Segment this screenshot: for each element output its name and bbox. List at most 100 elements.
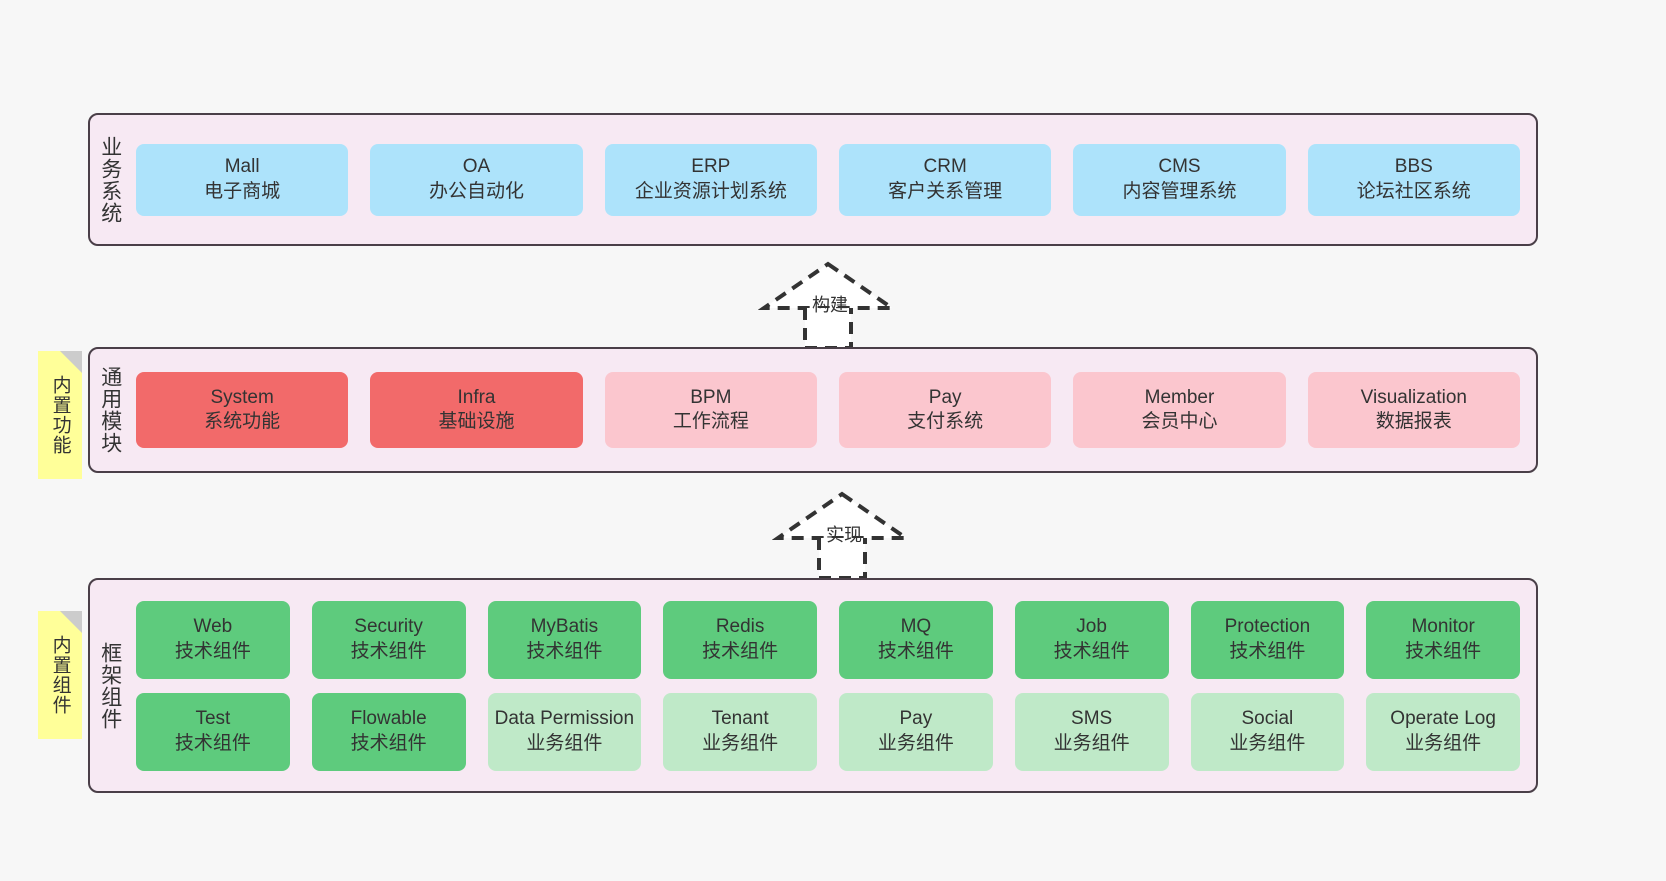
node-data-permission-cn: 业务组件 [526,732,603,754]
node-sms-cn: 业务组件 [1053,732,1130,754]
node-mall-en: Mall [224,156,260,178]
node-social[interactable]: Social 业务组件 [1190,692,1345,771]
node-social-en: Social [1241,708,1294,730]
node-mybatis[interactable]: MyBatis 技术组件 [487,600,642,679]
node-member-cn: 会员中心 [1141,411,1218,432]
node-job-en: Job [1076,616,1107,638]
node-sms[interactable]: SMS 业务组件 [1014,692,1169,771]
node-system-en: System [210,386,274,408]
node-crm-cn: 客户关系管理 [888,180,1003,202]
node-system-cn: 系统功能 [204,411,281,432]
node-web[interactable]: Web 技术组件 [136,600,290,679]
node-redis-en: Redis [715,616,765,638]
node-protection-cn: 技术组件 [1229,640,1306,662]
node-bpm-en: BPM [690,386,732,408]
implement-connector-label: 实现 [826,525,862,545]
node-job[interactable]: Job 技术组件 [1014,600,1169,679]
node-bbs[interactable]: BBS 论坛社区系统 [1307,143,1520,216]
node-test-cn: 技术组件 [174,732,251,754]
node-oa-cn: 办公自动化 [428,180,524,202]
node-web-cn: 技术组件 [174,640,251,662]
layer-framework-components-title: 框架组件 [98,641,122,730]
node-social-cn: 业务组件 [1229,732,1306,754]
node-cms-en: CMS [1158,156,1201,178]
node-erp[interactable]: ERP 企业资源计划系统 [604,143,817,216]
node-bpm-cn: 工作流程 [672,411,749,432]
node-erp-cn: 企业资源计划系统 [634,180,787,202]
node-security-cn: 技术组件 [350,640,427,662]
node-row: Test 技术组件 Flowable 技术组件 Data Permission … [136,692,1520,771]
node-operate-log-cn: 业务组件 [1405,732,1482,754]
node-redis-cn: 技术组件 [702,640,779,662]
node-mybatis-en: MyBatis [530,616,599,638]
node-protection[interactable]: Protection 技术组件 [1190,600,1345,679]
node-bpm[interactable]: BPM 工作流程 [604,372,817,448]
node-monitor-cn: 技术组件 [1405,640,1482,662]
node-pay-module-en: Pay [928,386,962,408]
node-cms-cn: 内容管理系统 [1122,180,1237,202]
node-test-en: Test [195,708,231,730]
node-pay-module[interactable]: Pay 支付系统 [838,372,1052,448]
node-mq[interactable]: MQ 技术组件 [839,600,993,679]
note-fold-icon [60,351,82,373]
layer-framework-components: 框架组件 Web 技术组件 Security 技术组件 MyBatis 技术组件… [88,578,1538,793]
node-member[interactable]: Member 会员中心 [1073,372,1286,448]
node-pay-component[interactable]: Pay 业务组件 [839,692,993,771]
node-pay-component-cn: 业务组件 [877,732,954,754]
node-redis[interactable]: Redis 技术组件 [663,600,817,679]
node-data-permission-en: Data Permission [494,708,635,730]
builtin-component-note-label: 内置组件 [49,635,71,715]
layer-common-modules: 通用模块 System 系统功能 Infra 基础设施 BPM 工作流程 Pay… [88,347,1538,473]
node-tenant[interactable]: Tenant 业务组件 [663,692,817,771]
node-bbs-cn: 论坛社区系统 [1356,180,1471,202]
node-visualization-cn: 数据报表 [1375,411,1452,432]
node-monitor[interactable]: Monitor 技术组件 [1366,600,1520,679]
node-web-en: Web [193,616,233,638]
node-operate-log-en: Operate Log [1390,708,1496,730]
node-oa-en: OA [462,156,491,178]
node-job-cn: 技术组件 [1053,640,1130,662]
node-row: Web 技术组件 Security 技术组件 MyBatis 技术组件 Redi… [136,600,1520,679]
node-security[interactable]: Security 技术组件 [311,600,466,679]
node-monitor-en: Monitor [1411,616,1475,638]
node-mq-en: MQ [900,616,932,638]
node-cms[interactable]: CMS 内容管理系统 [1073,143,1286,216]
node-oa[interactable]: OA 办公自动化 [370,143,583,216]
node-mall[interactable]: Mall 电子商城 [136,143,349,216]
node-data-permission[interactable]: Data Permission 业务组件 [487,692,642,771]
node-mybatis-cn: 技术组件 [526,640,603,662]
builtin-component-note: 内置组件 [38,611,82,739]
node-infra[interactable]: Infra 基础设施 [370,372,583,448]
layer-common-modules-title: 通用模块 [98,366,122,454]
node-infra-cn: 基础设施 [438,411,515,432]
node-row: System 系统功能 Infra 基础设施 BPM 工作流程 Pay 支付系统… [136,372,1520,448]
layer-business-system-title: 业务系统 [98,135,122,224]
node-crm[interactable]: CRM 客户关系管理 [838,143,1052,216]
node-flowable-en: Flowable [350,708,427,730]
node-flowable-cn: 技术组件 [350,732,427,754]
node-mq-cn: 技术组件 [877,640,954,662]
node-tenant-en: Tenant [711,708,769,730]
node-security-en: Security [354,616,423,638]
node-test[interactable]: Test 技术组件 [136,692,290,771]
node-crm-en: CRM [923,156,967,178]
node-system[interactable]: System 系统功能 [136,372,349,448]
builtin-function-note-label: 内置功能 [49,375,71,455]
node-visualization-en: Visualization [1360,386,1467,408]
node-flowable[interactable]: Flowable 技术组件 [311,692,466,771]
note-fold-icon [60,611,82,633]
node-bbs-en: BBS [1394,156,1433,178]
build-connector-label: 构建 [812,295,848,315]
node-sms-en: SMS [1071,708,1113,730]
node-pay-component-en: Pay [899,708,933,730]
node-tenant-cn: 业务组件 [702,732,779,754]
layer-business-system-body: Mall 电子商城 OA 办公自动化 ERP 企业资源计划系统 CRM 客户关系… [130,115,1536,244]
node-protection-en: Protection [1224,616,1311,638]
node-operate-log[interactable]: Operate Log 业务组件 [1366,692,1520,771]
node-visualization[interactable]: Visualization 数据报表 [1307,372,1520,448]
node-infra-en: Infra [457,386,496,408]
builtin-function-note: 内置功能 [38,351,82,479]
layer-common-modules-body: System 系统功能 Infra 基础设施 BPM 工作流程 Pay 支付系统… [130,349,1536,471]
layer-framework-components-body: Web 技术组件 Security 技术组件 MyBatis 技术组件 Redi… [130,580,1536,791]
